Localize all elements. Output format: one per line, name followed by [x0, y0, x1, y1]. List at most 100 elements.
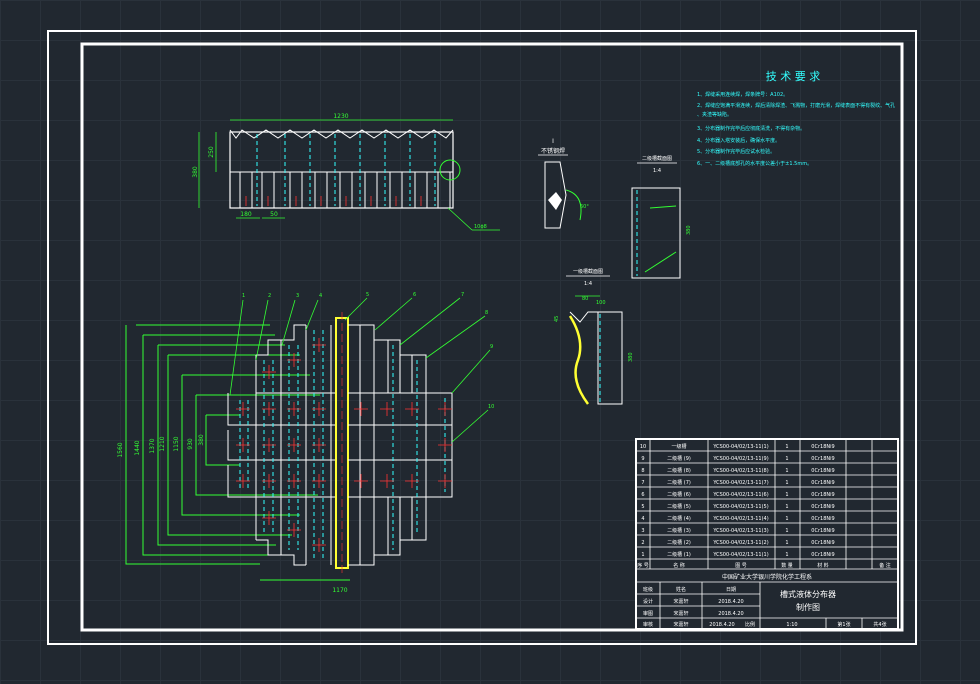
bom-qty: 1 [785, 456, 788, 462]
tb-scale: 1:10 [786, 622, 797, 628]
dim-length: 1230 [333, 113, 348, 120]
section-scale: 1:4 [584, 281, 592, 287]
bom-qty: 1 [785, 540, 788, 546]
bom-code: YCS00-04/02/13-11(1) [712, 552, 768, 558]
bom-name: 二级槽 (7) [667, 479, 691, 486]
bom-header-name: 名 称 [673, 562, 685, 569]
balloon-4: 4 [319, 293, 322, 299]
balloon-1: 1 [242, 293, 245, 299]
detail-title: 不锈钢焊 [541, 147, 565, 155]
bom-code: YCS00-04/02/13-11(2) [712, 540, 768, 546]
balloon-10: 10 [488, 404, 494, 410]
dim-d3: 1370 [149, 438, 156, 453]
plan-view: 1560 1440 1370 1210 1150 930 380 1170 [117, 292, 494, 594]
tech-line: 6、一、二级槽底部孔的水平度公差小于±1.5mm。 [697, 160, 812, 167]
dim-d5: 1150 [173, 436, 180, 451]
dim-width: 1170 [332, 587, 347, 594]
detail-i-view: I 不锈钢焊 60° [538, 138, 589, 229]
bom-table: 10 一级槽 YCS00-04/02/13-11(1) 1 0Cr18Ni9 9… [635, 438, 899, 630]
bom-no: 10 [640, 444, 646, 450]
bom-no: 4 [641, 516, 644, 522]
bom-no: 1 [641, 552, 644, 558]
bom-no: 8 [641, 468, 644, 474]
hole-note: 10ϕ8 [474, 224, 487, 230]
bom-mat: 0Cr18Ni9 [811, 492, 834, 498]
tb-date: 2018.4.20 [709, 622, 734, 628]
tb-role: 设计 [643, 598, 653, 605]
section-height: 380 [686, 225, 692, 235]
tb-name: 宋嘉轩 [673, 598, 688, 605]
bom-name: 二级槽 (5) [667, 503, 691, 510]
balloon-2: 2 [268, 293, 271, 299]
balloon-7: 7 [461, 292, 464, 298]
detail-label: I [552, 138, 554, 145]
bom-mat: 0Cr18Ni9 [811, 528, 834, 534]
bom-mat: 0Cr18Ni9 [811, 480, 834, 486]
tb-role: 班级 [643, 586, 653, 593]
outer-border [47, 30, 917, 645]
bom-qty: 1 [785, 516, 788, 522]
tech-line: 4、分布器入塔安装后，确保水平度。 [697, 137, 780, 144]
tech-title: 技 术 要 求 [766, 70, 821, 83]
tb-date: 日期 [726, 587, 736, 593]
svg-text:45: 45 [554, 316, 560, 322]
balloon-5: 5 [366, 292, 369, 298]
dim-height: 380 [192, 166, 199, 178]
bom-mat: 0Cr18Ni9 [811, 456, 834, 462]
bom-qty: 1 [785, 528, 788, 534]
bom-qty: 1 [785, 552, 788, 558]
tb-date: 2018.4.20 [718, 611, 743, 617]
bom-name: 二级槽 (1) [667, 551, 691, 558]
bom-rows: 10 一级槽 YCS00-04/02/13-11(1) 1 0Cr18Ni9 9… [637, 443, 891, 569]
section-right-view: 二级槽截面图 1:4 380 [631, 155, 692, 279]
bom-qty: 1 [785, 480, 788, 486]
bom-no: 9 [641, 456, 644, 462]
dim-d1: 1560 [117, 442, 124, 457]
bom-no: 3 [641, 528, 644, 534]
bom-name: 二级槽 (3) [667, 527, 691, 534]
tech-line: 、夹渣等缺陷。 [697, 111, 732, 118]
balloon-9: 9 [490, 344, 493, 350]
bom-qty: 1 [785, 468, 788, 474]
dim-d6: 930 [187, 438, 194, 450]
bom-mat: 0Cr18Ni9 [811, 468, 834, 474]
bom-header-code: 图 号 [735, 563, 747, 569]
bom-no: 5 [641, 504, 644, 510]
bom-no: 7 [641, 480, 644, 486]
tech-line: 1、焊缝采用连续焊，焊条牌号：A102。 [697, 91, 788, 98]
tb-name: 姓名 [676, 586, 686, 593]
bom-mat: 0Cr18Ni9 [811, 504, 834, 510]
tb-name: 宋嘉轩 [673, 610, 688, 617]
dim-b: 100 [596, 300, 606, 306]
bom-name: 二级槽 (9) [667, 455, 691, 462]
bom-mat: 0Cr18Ni9 [811, 540, 834, 546]
dim-a: 80 [582, 296, 588, 302]
tb-role: 审图 [643, 610, 653, 617]
bom-header-mat: 材 料 [817, 562, 829, 569]
bom-header-qty: 数 量 [781, 562, 793, 569]
tb-total: 共4张 [873, 621, 886, 628]
bom-name: 二级槽 (8) [667, 467, 691, 474]
drawing-name: 槽式液体分布器 [780, 589, 836, 599]
bom-qty: 1 [785, 444, 788, 450]
dim-upper: 250 [208, 146, 215, 158]
bom-code: YCS00-04/02/13-11(8) [712, 468, 768, 474]
section-title: 二级槽截面图 [642, 155, 672, 162]
bom-code: YCS00-04/02/13-11(4) [712, 516, 768, 522]
bom-qty: 1 [785, 504, 788, 510]
tech-line: 5、分布器制作完毕后应试水检验。 [697, 148, 775, 155]
tb-role: 审核 [643, 621, 653, 628]
bom-code: YCS00-04/02/13-11(5) [712, 504, 768, 510]
bom-header-no: 序 号 [637, 562, 649, 569]
title-block: 中国矿业大学银川学院化学工程系 槽式液体分布器 制作图 班级 姓名 日期 设计 … [636, 573, 898, 629]
dim-pitch: 180 [240, 211, 252, 218]
bom-mat: 0Cr18Ni9 [811, 444, 834, 450]
balloon-3: 3 [296, 293, 299, 299]
dim-d4: 1210 [159, 436, 166, 451]
balloon-8: 8 [485, 310, 488, 316]
bom-header-note: 备 注 [879, 562, 891, 569]
front-view: 1230 380 250 180 [192, 113, 500, 231]
tech-line: 3、分布器制作完毕后应彻底清洗，不得有杂物。 [697, 125, 805, 132]
